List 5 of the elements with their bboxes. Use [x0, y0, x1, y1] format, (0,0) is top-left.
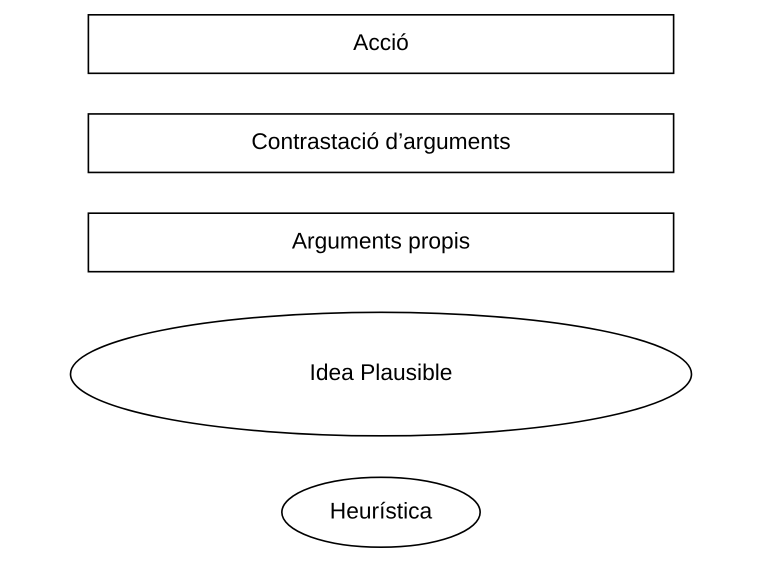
node-ellipse: Heurística — [281, 476, 481, 548]
node-box: Acció — [88, 14, 674, 74]
node-ellipse: Idea Plausible — [70, 311, 692, 437]
node-box: Contrastació d’arguments — [88, 113, 674, 174]
node-box: Arguments propis — [88, 212, 674, 272]
